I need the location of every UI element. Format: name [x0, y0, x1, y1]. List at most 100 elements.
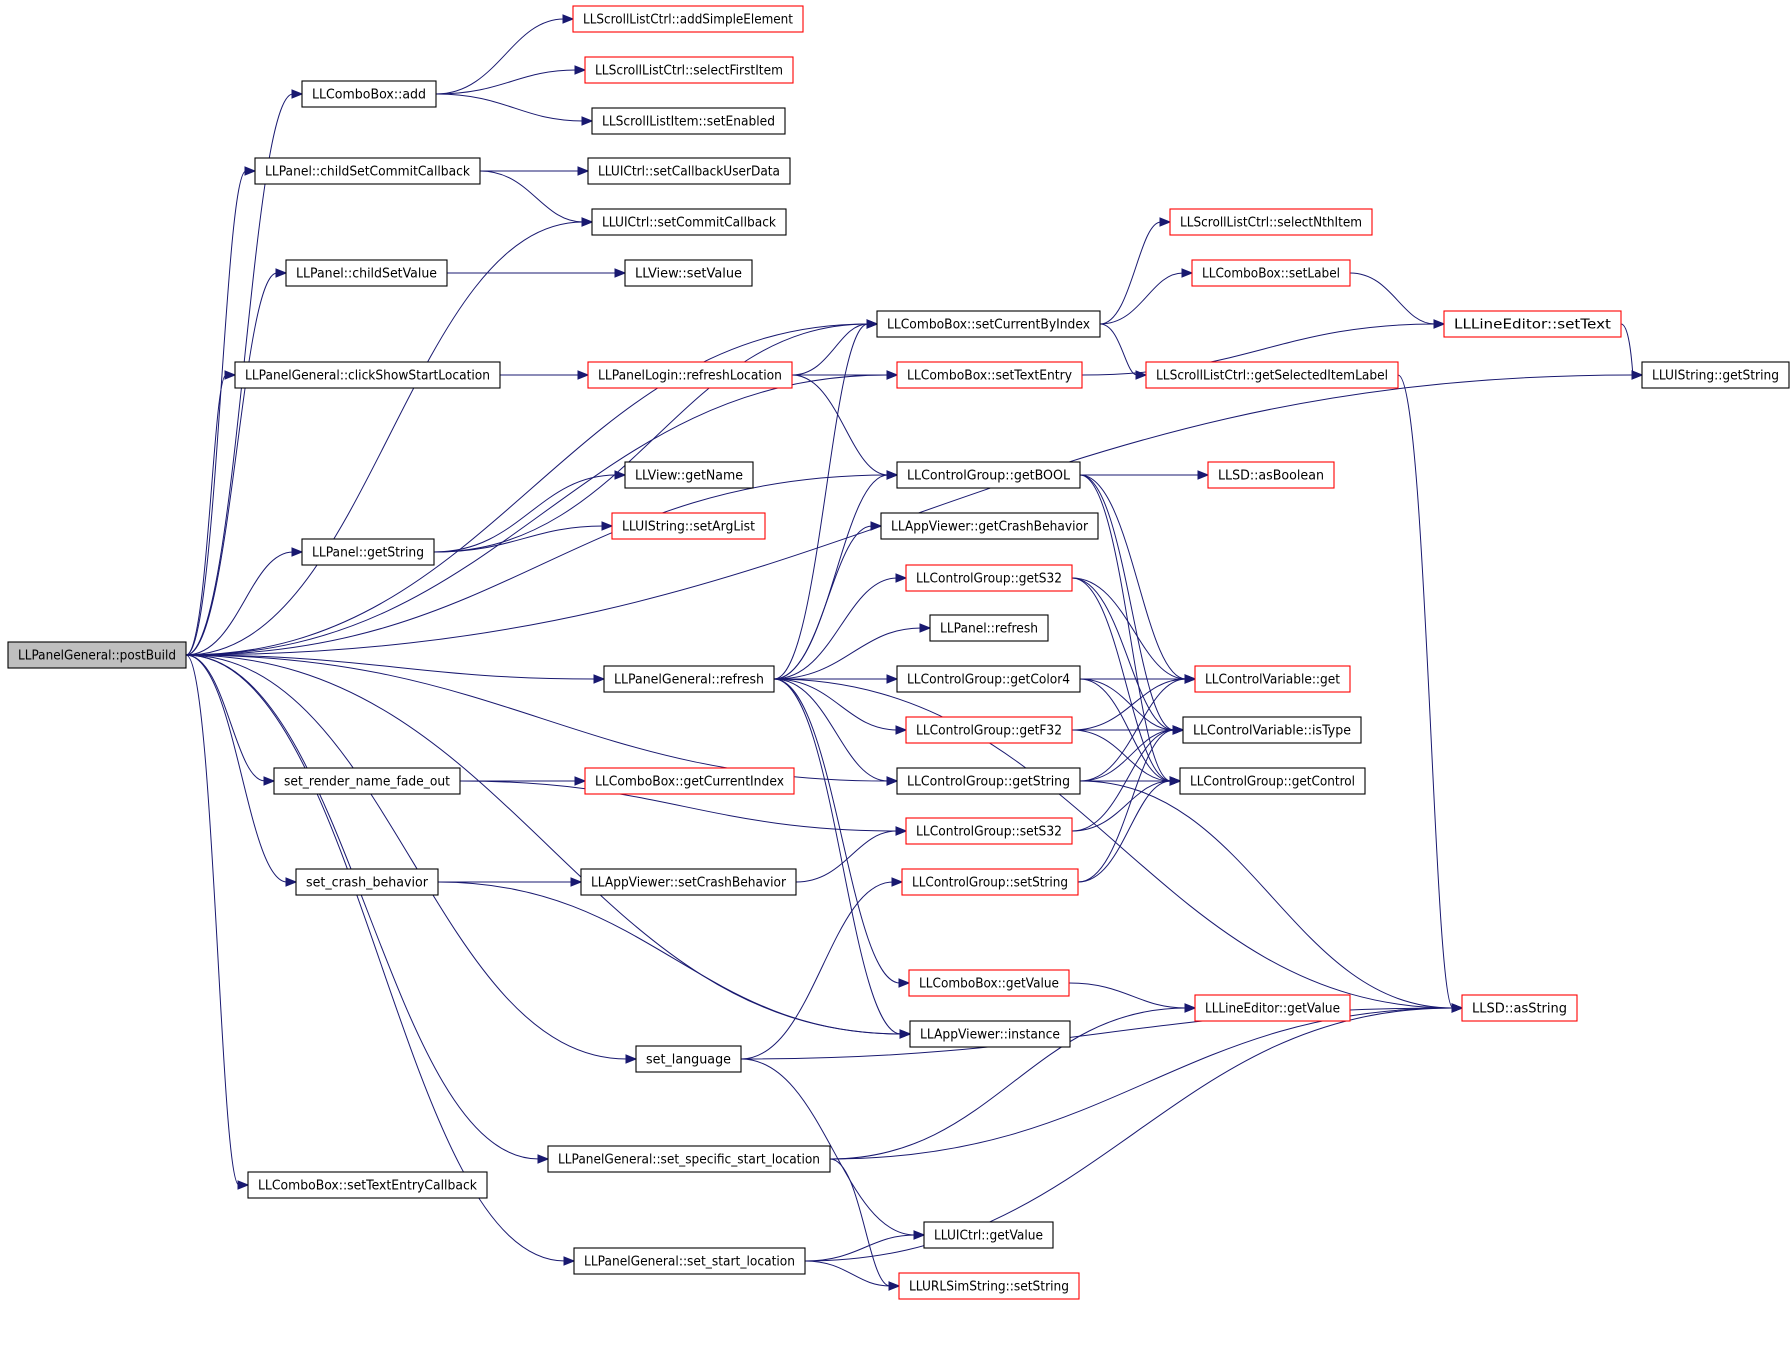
node-label: LLLineEditor::getValue	[1205, 1002, 1340, 1017]
edge-arrowhead	[581, 217, 594, 227]
node-setS32[interactable]: LLControlGroup::setS32	[905, 817, 1073, 845]
node-setCurByIdx[interactable]: LLComboBox::setCurrentByIndex	[876, 310, 1101, 338]
edge-arrowhead	[895, 573, 908, 583]
node-box	[301, 538, 435, 566]
edge-line	[773, 474, 889, 680]
node-box	[1145, 361, 1399, 389]
edge-add-to-addSimple	[435, 14, 575, 95]
edge-line	[773, 678, 1454, 1009]
edge-line	[804, 1234, 916, 1262]
node-childCommit[interactable]: LLPanel::childSetCommitCallback	[254, 157, 481, 185]
node-getControl[interactable]: LLControlGroup::getControl	[1179, 767, 1366, 795]
edge-genRefresh-to-getCrash	[773, 521, 883, 680]
node-getF32[interactable]: LLControlGroup::getF32	[905, 716, 1073, 744]
node-box	[611, 512, 766, 540]
node-setLang[interactable]: set_language	[635, 1045, 742, 1073]
node-panelGetString[interactable]: LLPanel::getString	[301, 538, 435, 566]
node-refreshLoc[interactable]: LLPanelLogin::refreshLocation	[587, 361, 793, 389]
node-uiGetString[interactable]: LLUIString::getString	[1641, 361, 1790, 389]
node-getCurIdx[interactable]: LLComboBox::getCurrentIndex	[584, 767, 795, 795]
node-viewSetValue[interactable]: LLView::setValue	[624, 259, 753, 287]
node-fadeOut[interactable]: set_render_name_fade_out	[273, 767, 461, 795]
node-setEnabled[interactable]: LLScrollListItem::setEnabled	[591, 107, 786, 135]
node-asBoolean[interactable]: LLSD::asBoolean	[1207, 461, 1335, 489]
edge-setLang-to-asString	[740, 1003, 1464, 1060]
node-childValue[interactable]: LLPanel::childSetValue	[285, 259, 448, 287]
node-add[interactable]: LLComboBox::add	[301, 80, 437, 108]
node-urlSetString[interactable]: LLURLSimString::setString	[898, 1272, 1080, 1300]
node-setCrash[interactable]: LLAppViewer::setCrashBehavior	[580, 868, 797, 896]
node-uiGetValue[interactable]: LLUICtrl::getValue	[923, 1221, 1054, 1249]
edge-cbGetValue-to-leGetValue	[1068, 982, 1197, 1013]
node-setCommit[interactable]: LLUICtrl::setCommitCallback	[591, 208, 787, 236]
edge-line	[1068, 982, 1187, 1009]
node-box	[285, 259, 448, 287]
edge-setTextEntry-to-leSetText	[1081, 319, 1446, 376]
node-getBOOL[interactable]: LLControlGroup::getBOOL	[896, 461, 1081, 489]
edge-line	[1079, 474, 1187, 680]
node-box	[580, 868, 797, 896]
node-getCrash[interactable]: LLAppViewer::getCrashBehavior	[880, 512, 1099, 540]
edge-getBOOL-to-cvGet	[1079, 474, 1197, 684]
node-label: LLComboBox::getValue	[919, 977, 1059, 992]
node-box	[923, 1221, 1054, 1249]
node-cgSetString[interactable]: LLControlGroup::setString	[901, 868, 1079, 896]
node-setCbUser[interactable]: LLUICtrl::setCallbackUserData	[587, 157, 791, 185]
edge-cgGetString-to-cvGet	[1079, 674, 1197, 782]
node-label: LLControlVariable::isType	[1193, 724, 1351, 739]
edge-arrowhead	[291, 547, 304, 557]
edge-arrowhead	[577, 166, 590, 176]
edge-getColor4-to-isType	[1079, 678, 1185, 735]
node-cbGetValue[interactable]: LLComboBox::getValue	[908, 969, 1070, 997]
node-asString[interactable]: LLSD::asString	[1461, 994, 1578, 1022]
node-leSetText[interactable]: LLLineEditor::setText	[1443, 310, 1622, 338]
node-leGetValue[interactable]: LLLineEditor::getValue	[1194, 994, 1351, 1022]
node-getColor4[interactable]: LLControlGroup::getColor4	[896, 665, 1081, 693]
node-crashBeh[interactable]: set_crash_behavior	[295, 868, 439, 896]
node-postBuild[interactable]: LLPanelGeneral::postBuild	[7, 641, 187, 669]
node-setTextCb[interactable]: LLComboBox::setTextEntryCallback	[247, 1171, 488, 1199]
edge-arrowhead	[1451, 1003, 1464, 1013]
node-setLabel[interactable]: LLComboBox::setLabel	[1191, 259, 1351, 287]
edge-getS32-to-cvGet	[1071, 577, 1197, 684]
node-selectNth[interactable]: LLScrollListCtrl::selectNthItem	[1169, 208, 1373, 236]
node-setTextEntry[interactable]: LLComboBox::setTextEntry	[896, 361, 1083, 389]
node-getSelLabel[interactable]: LLScrollListCtrl::getSelectedItemLabel	[1145, 361, 1399, 389]
edge-arrowhead	[1169, 776, 1182, 786]
edge-arrowhead	[886, 470, 899, 480]
node-getS32[interactable]: LLControlGroup::getS32	[905, 564, 1073, 592]
edge-arrowhead	[570, 877, 583, 887]
edge-line	[1099, 272, 1184, 325]
node-setArgList[interactable]: LLUIString::setArgList	[611, 512, 766, 540]
node-genRefresh[interactable]: LLPanelGeneral::refresh	[603, 665, 775, 693]
node-label: LLComboBox::setCurrentByIndex	[887, 318, 1090, 333]
edge-arrowhead	[1181, 268, 1194, 278]
node-label: LLPanelGeneral::set_specific_start_locat…	[558, 1153, 820, 1168]
node-isType[interactable]: LLControlVariable::isType	[1182, 716, 1362, 744]
node-label: LLUIString::setArgList	[622, 520, 755, 535]
node-getName[interactable]: LLView::getName	[624, 461, 754, 489]
edge-add-to-selectFirst	[435, 65, 587, 95]
edge-arrowhead	[593, 674, 606, 684]
node-instance[interactable]: LLAppViewer::instance	[909, 1020, 1071, 1048]
node-label: LLScrollListItem::setEnabled	[602, 115, 775, 130]
node-clickShow[interactable]: LLPanelGeneral::clickShowStartLocation	[234, 361, 501, 389]
node-addSimple[interactable]: LLScrollListCtrl::addSimpleElement	[572, 5, 804, 33]
edge-arrowhead	[537, 1154, 550, 1164]
node-label: LLUICtrl::getValue	[934, 1229, 1043, 1244]
edge-arrowhead	[577, 370, 590, 380]
node-specStart[interactable]: LLPanelGeneral::set_specific_start_locat…	[547, 1145, 831, 1173]
node-label: LLComboBox::setTextEntry	[907, 369, 1072, 384]
node-cvGet[interactable]: LLControlVariable::get	[1194, 665, 1351, 693]
node-setStart[interactable]: LLPanelGeneral::set_start_location	[573, 1247, 806, 1275]
edge-line	[185, 323, 869, 656]
edge-arrowhead	[614, 470, 627, 480]
node-label: LLLineEditor::setText	[1454, 318, 1611, 333]
node-box	[572, 5, 804, 33]
node-selectFirst[interactable]: LLScrollListCtrl::selectFirstItem	[584, 56, 794, 84]
node-cgGetString[interactable]: LLControlGroup::getString	[896, 767, 1081, 795]
edge-line	[437, 881, 902, 1035]
edge-line	[1079, 729, 1175, 782]
edge-genRefresh-to-cbGetValue	[773, 678, 911, 988]
node-panelRefresh[interactable]: LLPanel::refresh	[929, 614, 1049, 642]
